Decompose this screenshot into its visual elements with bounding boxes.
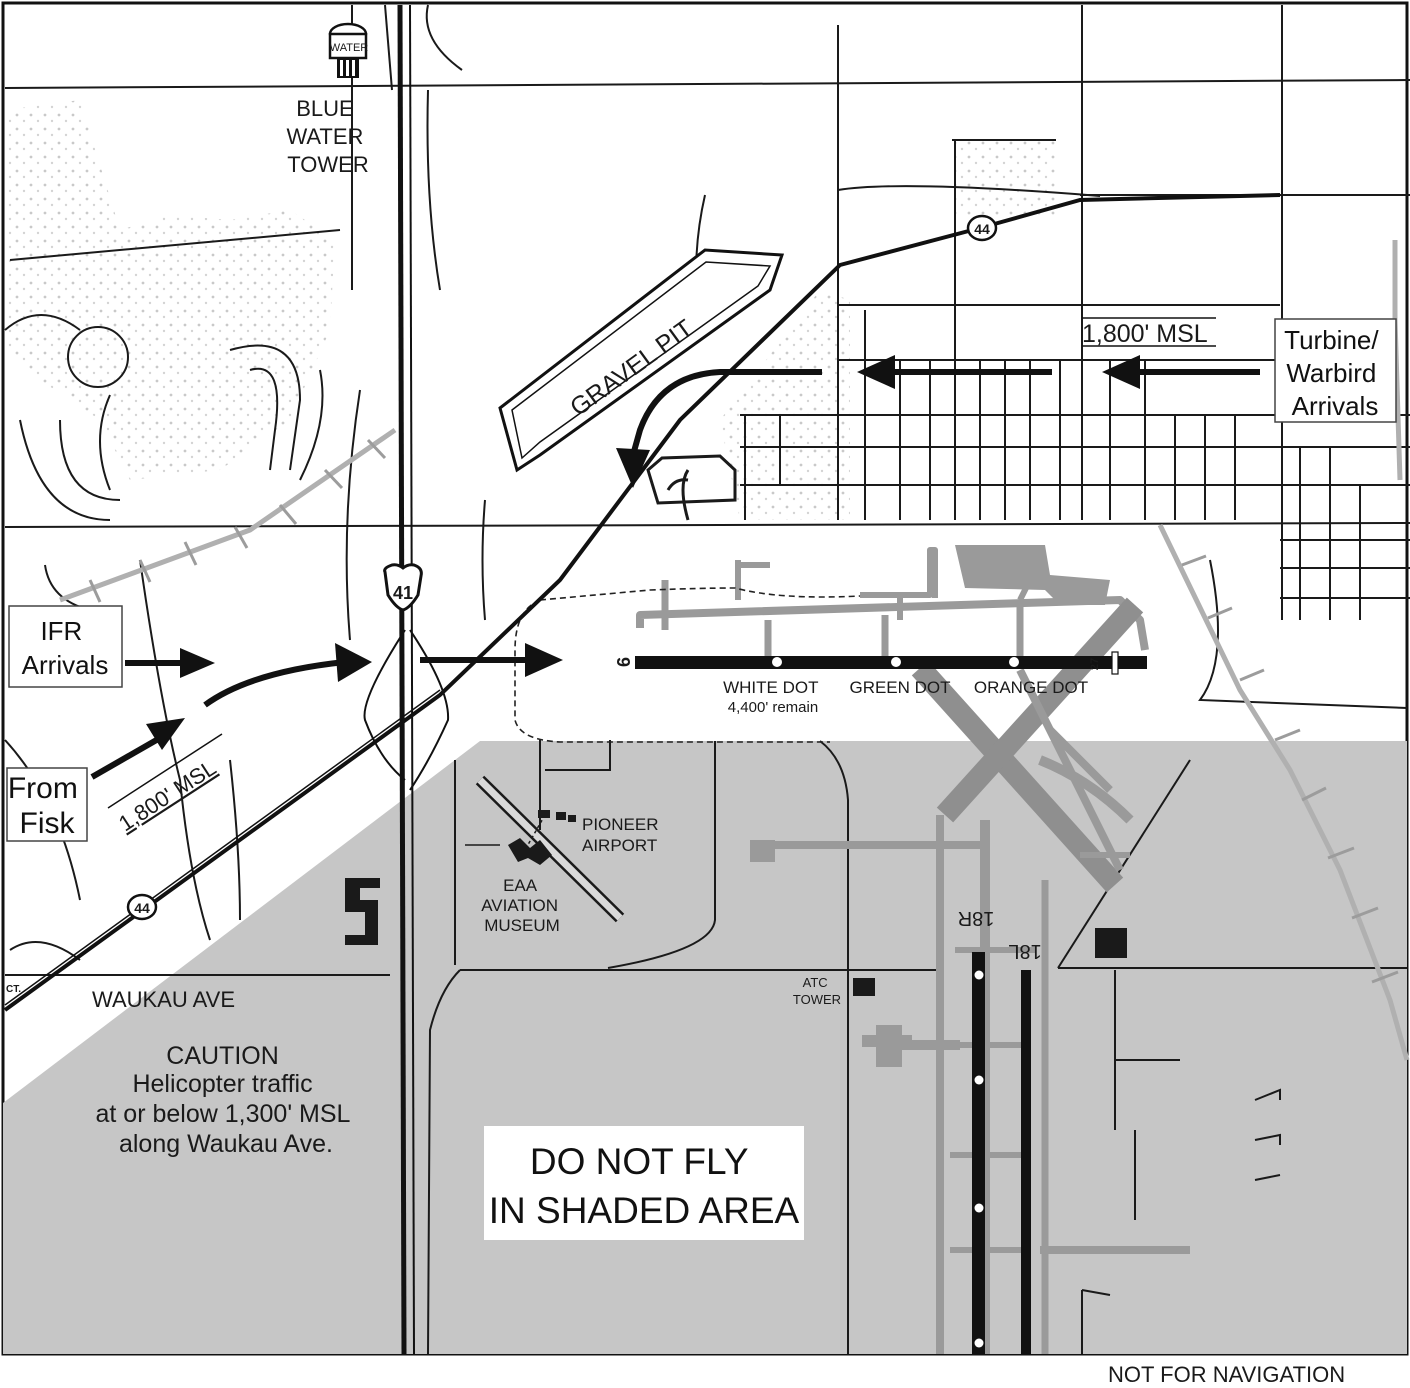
fisk-box xyxy=(6,767,88,842)
airport-boundary xyxy=(514,587,861,743)
ifr-arrivals-label: IFR Arrivals xyxy=(22,616,109,680)
runway-18r-label: 18R xyxy=(958,907,995,929)
gravel-pit xyxy=(498,248,785,473)
fisk-altitude-overline xyxy=(107,733,223,809)
green-dot-marker xyxy=(891,657,901,667)
runway-9-label: 9 xyxy=(613,657,633,667)
wi44-shield-north-label: 44 xyxy=(974,221,990,237)
not-for-navigation-note: NOT FOR NAVIGATION xyxy=(1108,1362,1346,1387)
us41-shield xyxy=(383,563,423,612)
eaa-museum-label: EAA AVIATION MUSEUM xyxy=(481,876,563,935)
turbine-warbird-box xyxy=(1274,318,1397,423)
water-tower-label: BLUE WATER TOWER xyxy=(286,96,369,177)
local-roads xyxy=(4,4,1410,1355)
runway-9-27 xyxy=(635,651,1147,675)
ifr-arrivals-box xyxy=(8,605,123,688)
wi44-shield-north xyxy=(966,214,998,242)
wi44-shield-south xyxy=(126,893,158,921)
fisk-label: From Fisk xyxy=(8,772,86,840)
gravel-pit-road xyxy=(646,454,737,521)
arrival-arrows xyxy=(90,355,1260,780)
us41-shield-label: 41 xyxy=(393,583,413,603)
pioneer-airport-label: PIONEER AIRPORT xyxy=(582,815,663,855)
museum-buildings xyxy=(508,810,576,865)
turbine-altitude-label: 1,800' MSL xyxy=(1082,320,1208,348)
pioneer-airport-runway xyxy=(465,775,625,923)
orange-dot-label: ORANGE DOT xyxy=(974,678,1088,697)
railroad-ties xyxy=(88,438,1399,984)
road-ct-label: CT. xyxy=(6,984,21,995)
buildings-black xyxy=(345,878,1127,996)
runway-27-label: 27 xyxy=(1089,658,1101,670)
runway-18l-label: 18L xyxy=(1008,940,1041,962)
atc-tower-label: ATC TOWER xyxy=(793,975,841,1007)
helicopter-caution-text: CAUTION Helicopter traffic at or below 1… xyxy=(96,1042,357,1158)
white-dot-label: WHITE DOT 4,400' remain xyxy=(723,678,823,716)
do-not-fly-box xyxy=(484,1126,804,1240)
white-dot-marker xyxy=(772,657,782,667)
orange-dot-marker xyxy=(1009,657,1019,667)
highway-44 xyxy=(3,193,1281,1012)
water-tower-sign: WATER xyxy=(330,42,369,54)
water-tower-icon xyxy=(328,22,368,78)
do-not-fly-text: DO NOT FLY IN SHADED AREA xyxy=(489,1141,800,1231)
turbine-warbird-label: Turbine/ Warbird Arrivals xyxy=(1284,325,1386,421)
wi44-shield-south-label: 44 xyxy=(134,900,150,916)
airport-buildings xyxy=(750,545,1110,1067)
green-dot-label: GREEN DOT xyxy=(849,678,950,697)
runway-18r-18l xyxy=(972,952,1031,1354)
waukau-ave-label: WAUKAU AVE xyxy=(92,987,235,1012)
